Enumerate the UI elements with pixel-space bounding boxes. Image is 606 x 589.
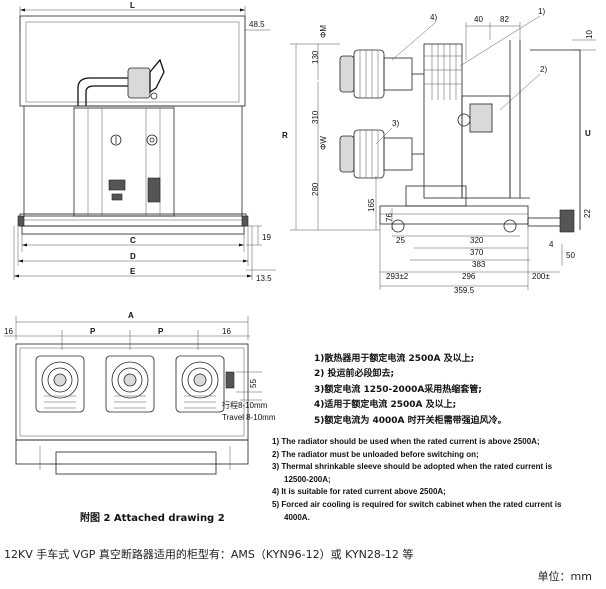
- dim-D: D: [130, 252, 136, 261]
- note-cn-3: 3)额定电流 1250-2000A采用热缩套管;: [314, 384, 482, 395]
- note-en-3: 3) Thermal shrinkable sleeve should be a…: [272, 462, 553, 472]
- pole-left: [35, 355, 85, 413]
- note-en-1: 1) The radiator should be used when the …: [272, 437, 540, 446]
- dim-16-left: 16: [4, 327, 13, 336]
- callout-1: 1): [538, 7, 545, 16]
- cabinet-types-text: 12KV 手车式 VGP 真空断路器适用的柜型有：AMS（KYN96-12）或 …: [4, 548, 414, 561]
- dim-320: 320: [470, 236, 484, 245]
- travel-en: Travel 8-10mm: [222, 413, 276, 422]
- notes-chinese: 1)散热器用于额定电流 2500A 及以上; 2) 投运前必段卸去; 3)额定电…: [314, 352, 507, 429]
- dim-19: 19: [262, 233, 271, 242]
- dim-U: U: [585, 129, 591, 138]
- dim-296: 296: [462, 272, 476, 281]
- dim-130: 130: [311, 50, 320, 64]
- travel-cn: 行程8-10mm: [222, 400, 268, 410]
- note-en-3-cont: 12500-200A;: [284, 474, 331, 484]
- dim-383: 383: [472, 260, 486, 269]
- note-en-5-cont: 4000A.: [284, 512, 310, 522]
- dim-22: 22: [583, 209, 592, 218]
- dim-40: 40: [474, 15, 483, 24]
- dim-82: 82: [500, 15, 509, 24]
- dim-48-5: 48.5: [249, 20, 265, 29]
- top-view: A 16 P P 16: [4, 311, 276, 475]
- pole-right: [175, 355, 225, 413]
- notes-english: 1) The radiator should be used when the …: [272, 436, 602, 524]
- note-cn-5: 5)额定电流为 4000A 时开关柜需带强迫风冷。: [314, 415, 507, 426]
- dim-4: 4: [549, 240, 554, 249]
- dim-P2: P: [158, 327, 164, 336]
- pole-middle: [105, 355, 155, 413]
- dim-L: L: [130, 1, 135, 10]
- dim-R: R: [282, 131, 288, 140]
- callout-3: 3): [392, 119, 399, 128]
- note-cn-4: 4)适用于额定电流 2500A 及以上;: [314, 400, 457, 411]
- drawing-caption: 附图 2 Attached drawing 2: [80, 513, 225, 524]
- dim-10: 10: [585, 30, 594, 39]
- dim-13-5: 13.5: [256, 274, 272, 283]
- side-view: 4) 1) 2) 3) 40 82 10 ΦM 130 310 R ΦW 280: [282, 7, 596, 295]
- dim-25: 25: [396, 236, 405, 245]
- callout-4: 4): [430, 13, 437, 22]
- dim-200: 200±: [532, 272, 550, 281]
- unit-label: 单位：mm: [537, 570, 592, 583]
- dim-phiW: ΦW: [319, 136, 328, 150]
- dim-C: C: [130, 236, 136, 245]
- dim-310: 310: [311, 110, 320, 124]
- dim-50: 50: [566, 251, 575, 260]
- note-en-4: 4) It is suitable for rated current abov…: [272, 487, 446, 497]
- dim-phiM: ΦM: [319, 25, 328, 38]
- dim-E: E: [130, 267, 136, 276]
- dim-A: A: [128, 311, 134, 320]
- note-en-2: 2) The radiator must be unloaded before …: [272, 449, 479, 459]
- dim-280: 280: [311, 182, 320, 196]
- dim-359-5: 359.5: [454, 286, 475, 295]
- note-cn-1: 1)散热器用于额定电流 2500A 及以上;: [314, 354, 475, 364]
- note-en-5: 5) Forced air cooling is required for sw…: [272, 499, 562, 509]
- dim-16-right: 16: [222, 327, 231, 336]
- dim-293: 293±2: [386, 272, 409, 281]
- dim-370: 370: [470, 248, 484, 257]
- dim-P1: P: [90, 327, 96, 336]
- dim-165: 165: [367, 198, 376, 212]
- front-view: L 48.5: [13, 1, 276, 283]
- callout-2: 2): [540, 65, 547, 74]
- dim-55: 55: [249, 379, 258, 388]
- dim-76: 76: [385, 213, 394, 222]
- note-cn-2: 2) 投运前必段卸去;: [314, 369, 395, 380]
